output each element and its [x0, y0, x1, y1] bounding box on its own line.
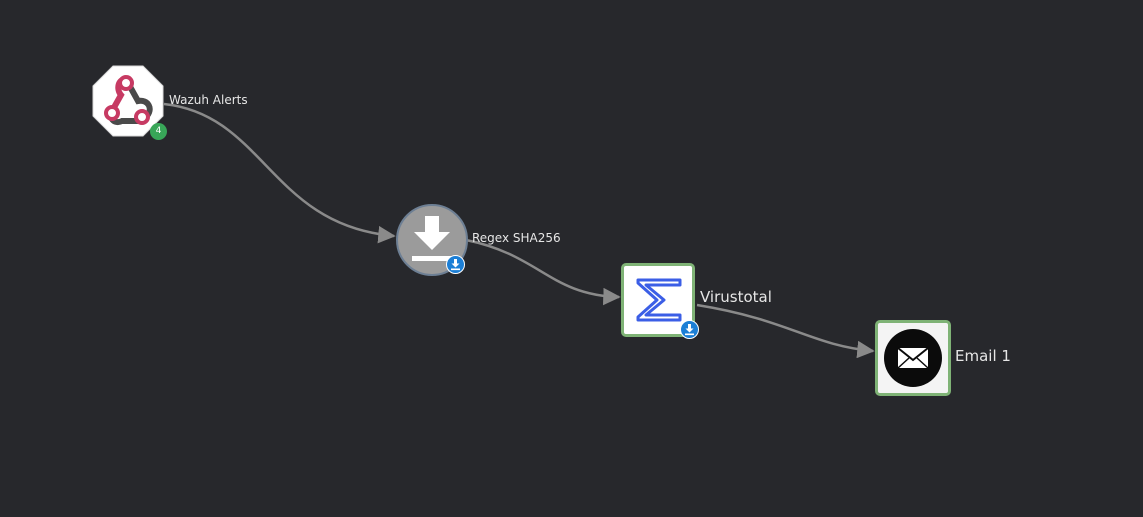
node-email-1[interactable]: Email 1 [875, 320, 1011, 398]
node-label: Wazuh Alerts [169, 93, 248, 107]
envelope-icon [884, 329, 942, 387]
node-label: Email 1 [955, 347, 1011, 365]
sigma-icon [636, 278, 682, 322]
download-badge-icon [680, 320, 699, 339]
edge-regex-to-virustotal[interactable] [465, 238, 621, 306]
node-label: Virustotal [700, 288, 772, 306]
webhook-icon [92, 65, 164, 137]
edge-virustotal-to-email[interactable] [696, 303, 875, 359]
node-label: Regex SHA256 [472, 231, 561, 245]
download-badge-icon [446, 255, 465, 274]
edge-wazuh-to-regex[interactable] [163, 102, 396, 244]
node-virustotal[interactable]: Virustotal [621, 263, 772, 339]
node-wazuh-alerts[interactable]: 4 Wazuh Alerts [92, 65, 248, 140]
node-regex-sha256[interactable]: Regex SHA256 [396, 204, 561, 276]
execution-count-badge: 4 [150, 123, 167, 140]
node-box [875, 320, 951, 396]
download-icon [412, 216, 452, 261]
